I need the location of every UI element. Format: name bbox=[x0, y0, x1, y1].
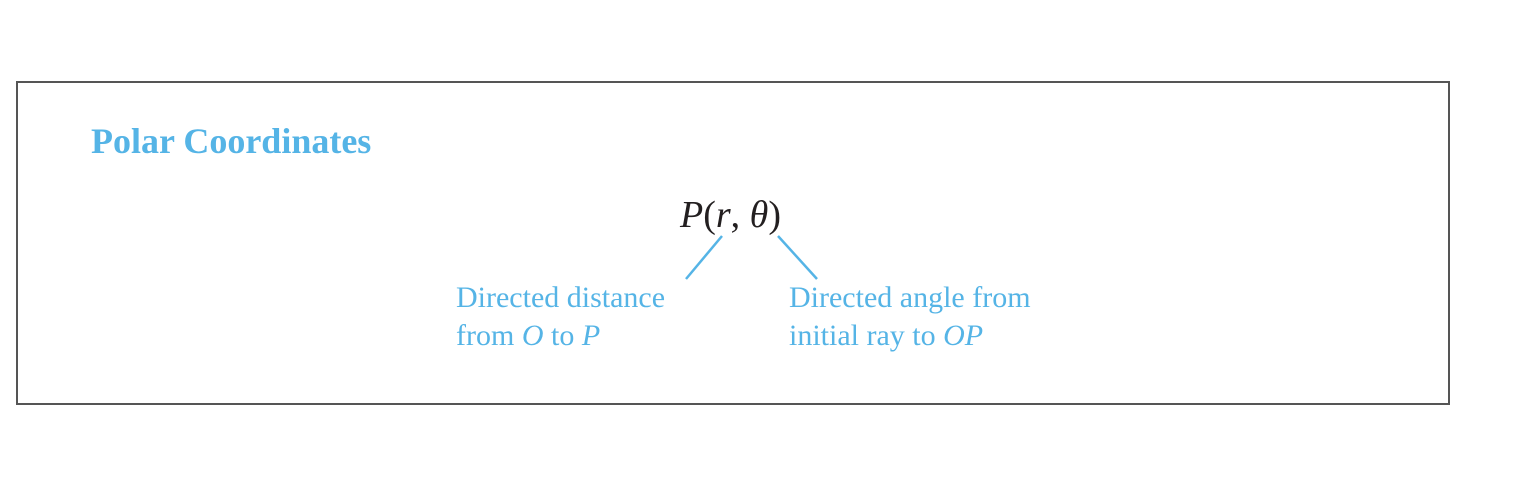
formula-comma: , bbox=[730, 194, 750, 236]
formula-theta: θ bbox=[749, 194, 769, 236]
definition-box bbox=[16, 81, 1450, 405]
polar-point-formula: P(r, θ) bbox=[680, 192, 781, 238]
r-description-line-2: from O to P bbox=[456, 317, 665, 355]
theta-description-initial-ray: initial ray to bbox=[789, 319, 944, 352]
theta-description-line-2: initial ray to OP bbox=[789, 317, 1031, 355]
r-description-to: to bbox=[543, 319, 582, 352]
r-description-line-1: Directed distance bbox=[456, 281, 666, 314]
theta-description-line-1: Directed angle from bbox=[789, 281, 1031, 314]
formula-open-paren: ( bbox=[703, 194, 716, 236]
theta-description-op: OP bbox=[943, 319, 984, 352]
r-description-from: from bbox=[456, 319, 522, 352]
r-description-o: O bbox=[521, 319, 544, 352]
formula-point-p: P bbox=[680, 194, 704, 236]
box-title: Polar Coordinates bbox=[91, 121, 372, 161]
theta-description: Directed angle from initial ray to OP bbox=[789, 279, 1031, 355]
r-description: Directed distance from O to P bbox=[456, 279, 665, 355]
formula-r: r bbox=[715, 194, 731, 236]
r-description-p: P bbox=[581, 319, 601, 352]
formula-close-paren: ) bbox=[768, 194, 781, 236]
